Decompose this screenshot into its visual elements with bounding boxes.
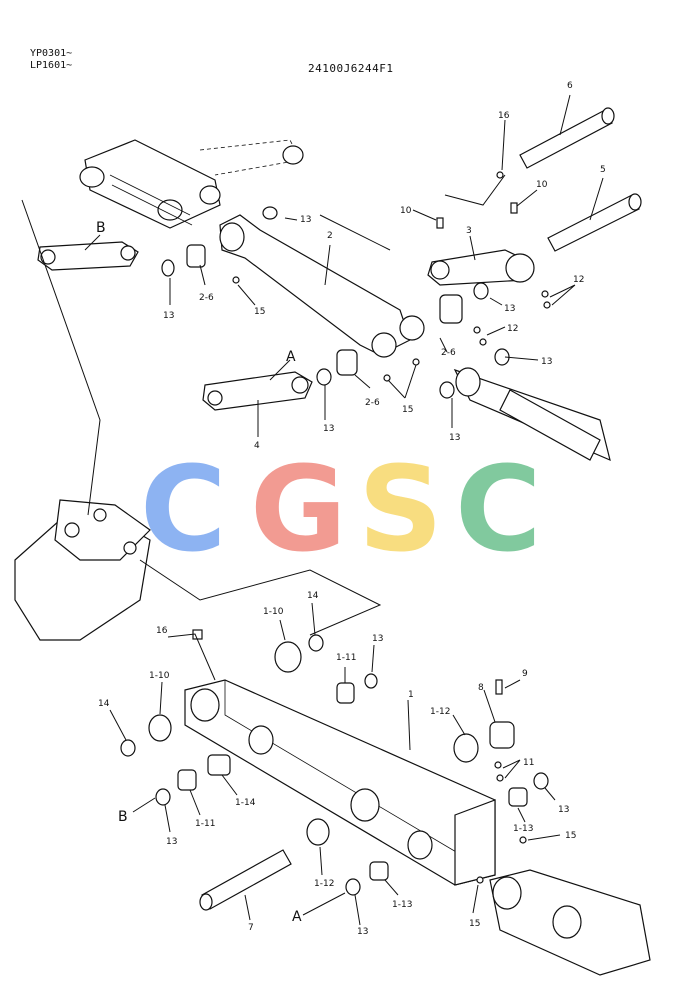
watermark-letter-c1: C: [140, 440, 227, 578]
callout-10-b: 10: [536, 180, 548, 190]
callout-4: 4: [254, 441, 260, 451]
callout-2-6-b: 2-6: [441, 348, 456, 358]
callout-b-top: B: [96, 220, 106, 236]
callout-7: 7: [248, 923, 254, 933]
watermark-letter-c2: C: [455, 440, 542, 578]
watermark-letter-g: G: [250, 440, 347, 578]
link-part-3: [427, 249, 535, 286]
callout-15-b: 15: [402, 405, 413, 415]
boom-part: [14, 499, 151, 641]
model-serial-line-1: YP0301~: [30, 48, 73, 59]
callout-15-c: 15: [565, 831, 576, 841]
cgsc-watermark: C G S C: [130, 440, 570, 578]
callout-13-f: 13: [449, 433, 460, 443]
callout-12-b: 12: [507, 324, 518, 334]
callout-1-14: 1-14: [235, 798, 256, 808]
link-a-part: [202, 371, 313, 411]
drawing-code: 24100J6244F1: [308, 62, 394, 75]
callout-14-b: 14: [98, 699, 110, 709]
callout-13-d: 13: [541, 357, 552, 367]
callout-1-12-b: 1-12: [314, 879, 334, 889]
callout-1-10-a: 1-10: [263, 607, 284, 617]
callout-15-d: 15: [469, 919, 480, 929]
callout-a-top: A: [286, 349, 296, 365]
rod-part-2: [219, 214, 425, 358]
callout-16-a: 16: [498, 111, 510, 121]
callout-1-13-b: 1-13: [392, 900, 412, 910]
callout-1-10-b: 1-10: [149, 671, 170, 681]
callout-13-c: 13: [504, 304, 515, 314]
callout-5: 5: [600, 165, 606, 175]
pin-part-6: [519, 107, 615, 169]
callout-2-6-a: 2-6: [199, 293, 214, 303]
callout-3: 3: [466, 226, 472, 236]
callout-14-a: 14: [307, 591, 319, 601]
bushes-upper: [161, 171, 551, 399]
callout-1-11-b: 1-11: [195, 819, 215, 829]
bushes-lower: [120, 629, 549, 896]
callout-1-13-a: 1-13: [513, 824, 533, 834]
callout-13-h: 13: [558, 805, 569, 815]
callout-b-bottom: B: [118, 809, 128, 825]
pin-part-7: [199, 849, 292, 911]
callout-2-6-c: 2-6: [365, 398, 380, 408]
callout-12-a: 12: [573, 275, 584, 285]
callout-16-b: 16: [156, 626, 168, 636]
watermark-letter-s: S: [358, 440, 443, 578]
callout-8: 8: [478, 683, 484, 693]
upper-frame-part: [79, 139, 304, 229]
pin-part-5: [547, 193, 642, 252]
callout-13-g: 13: [372, 634, 383, 644]
callout-13-b: 13: [163, 311, 174, 321]
callout-a-bottom: A: [292, 909, 302, 925]
callout-15-a: 15: [254, 307, 265, 317]
callout-10-a: 10: [400, 206, 412, 216]
callout-1: 1: [408, 690, 414, 700]
callout-11: 11: [523, 758, 534, 768]
callout-13-j: 13: [357, 927, 368, 937]
link-b-part: [37, 241, 139, 271]
callout-13-e: 13: [323, 424, 334, 434]
callout-1-12-a: 1-12: [430, 707, 450, 717]
model-serial-line-2: LP1601~: [30, 60, 73, 71]
lower-arm: [489, 869, 651, 976]
arm-cylinder: [453, 367, 611, 462]
callout-6: 6: [567, 81, 573, 91]
leader-lines: [21, 94, 604, 926]
callout-1-11-a: 1-11: [336, 653, 356, 663]
callout-9: 9: [522, 669, 528, 679]
main-frame-part-1: [184, 679, 496, 886]
callout-13-i: 13: [166, 837, 177, 847]
callout-13-a: 13: [300, 215, 311, 225]
callout-2: 2: [327, 231, 333, 241]
